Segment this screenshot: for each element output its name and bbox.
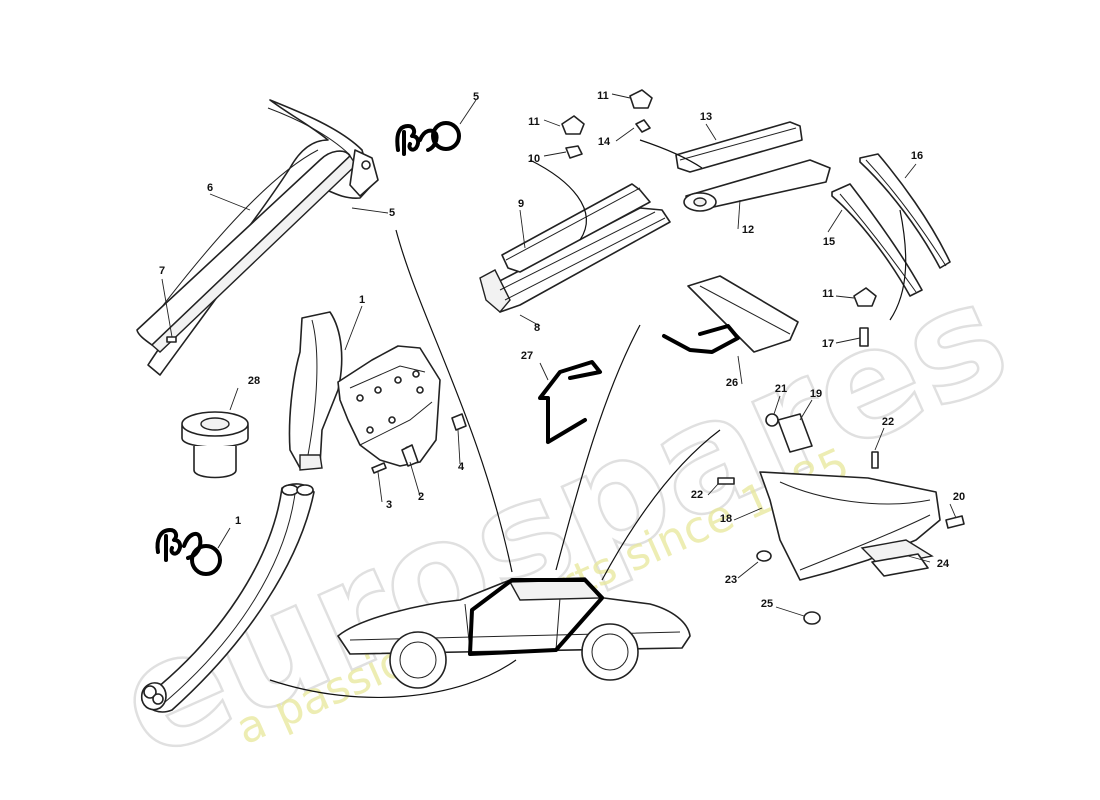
callout-24: 24 xyxy=(937,558,950,570)
callout-11-c: 11 xyxy=(822,288,834,300)
vertical-rails-15-16 xyxy=(831,153,951,347)
callout-1-seal: 1 xyxy=(235,515,241,527)
callout-28: 28 xyxy=(248,375,260,387)
leader-lines xyxy=(161,93,957,617)
callout-15: 15 xyxy=(823,236,835,248)
callout-25: 25 xyxy=(761,598,773,610)
callout-6: 6 xyxy=(207,182,213,194)
callout-1-bracket: 1 xyxy=(359,294,365,306)
flow-arrows xyxy=(269,139,907,699)
seal-profile-5 xyxy=(395,121,461,156)
callout-11-b: 11 xyxy=(597,90,609,102)
callout-11-a: 11 xyxy=(528,116,540,128)
callout-23: 23 xyxy=(725,574,737,586)
pillar-bracket-assembly xyxy=(288,311,467,474)
door-seal-1 xyxy=(140,483,315,713)
callout-16: 16 xyxy=(911,150,923,162)
windscreen-pillar-seal-assembly xyxy=(136,99,379,376)
callout-27: 27 xyxy=(521,350,533,362)
callout-5-profile: 5 xyxy=(473,91,479,103)
callout-7: 7 xyxy=(159,265,165,277)
callout-17: 17 xyxy=(822,338,834,350)
seal-27 xyxy=(538,360,602,444)
callout-14: 14 xyxy=(598,136,611,148)
callout-26: 26 xyxy=(726,377,738,389)
callout-20: 20 xyxy=(953,491,965,503)
callout-22-b: 22 xyxy=(691,489,703,501)
car-silhouette xyxy=(337,577,691,689)
callout-21: 21 xyxy=(775,383,787,395)
upper-rails-8-9 xyxy=(479,89,671,313)
grommet-28 xyxy=(181,411,249,479)
callout-18: 18 xyxy=(720,513,732,525)
callouts: 1 1 2 3 4 5 5 6 7 8 9 10 11 11 11 12 13 … xyxy=(159,90,965,610)
callout-10: 10 xyxy=(528,153,540,165)
callout-13: 13 xyxy=(700,111,712,123)
callout-4: 4 xyxy=(458,461,465,473)
callout-5-pillar: 5 xyxy=(389,207,395,219)
seal-profile-1 xyxy=(155,528,222,576)
corner-piece-26 xyxy=(662,275,799,354)
callout-3: 3 xyxy=(386,499,392,511)
callout-12: 12 xyxy=(742,224,754,236)
callout-8: 8 xyxy=(534,322,540,334)
rear-rails-12-13 xyxy=(675,121,831,212)
callout-19: 19 xyxy=(810,388,822,400)
callout-22-a: 22 xyxy=(882,416,894,428)
callout-2: 2 xyxy=(418,491,424,503)
callout-9: 9 xyxy=(518,198,524,210)
trim-panel-assembly xyxy=(717,413,965,625)
